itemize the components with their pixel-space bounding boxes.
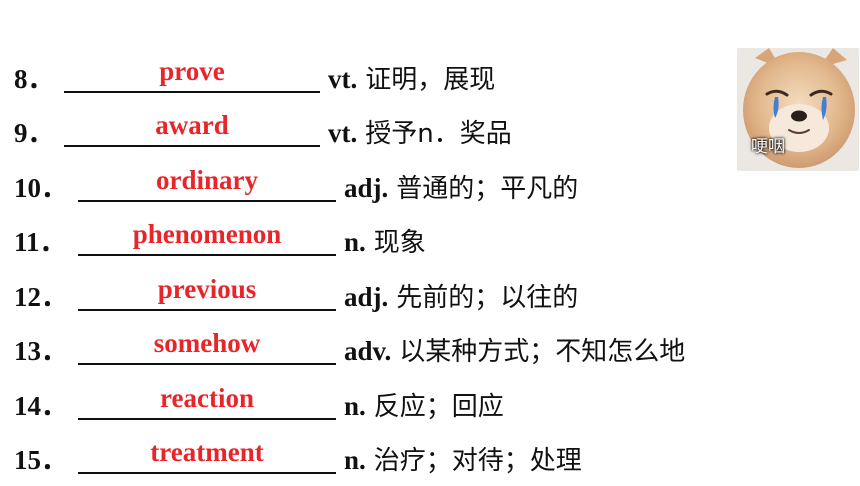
answer-word: award: [64, 110, 320, 141]
item-number: 8．: [14, 57, 55, 96]
part-of-speech: adj.: [344, 173, 388, 203]
item-number: 13．: [14, 329, 68, 368]
part-of-speech: adj.: [344, 282, 388, 312]
chinese-meaning: 普通的；平凡的: [396, 174, 578, 204]
part-of-speech: vt.: [328, 118, 357, 148]
part-of-speech: vt.: [328, 64, 357, 94]
answer-word: prove: [64, 56, 320, 87]
part-of-speech: adv.: [344, 336, 391, 366]
part-of-speech: n.: [344, 445, 366, 475]
item-number: 14．: [14, 384, 68, 423]
item-number: 10．: [14, 166, 68, 205]
definition: adj. 先前的；以往的: [344, 277, 578, 314]
sticker-caption: 哽咽: [751, 132, 785, 157]
item-number: 11．: [14, 220, 67, 259]
part-of-speech: n.: [344, 391, 366, 421]
answer-blank: prove: [64, 91, 320, 93]
definition: n. 现象: [344, 222, 426, 259]
answer-word: treatment: [78, 437, 336, 468]
answer-blank: ordinary: [78, 200, 336, 202]
part-of-speech: n.: [344, 227, 366, 257]
vocab-row-8: 8． prove vt. 证明，展现: [14, 50, 814, 105]
item-number: 12．: [14, 275, 68, 314]
answer-word: reaction: [78, 383, 336, 414]
chinese-meaning: 现象: [374, 228, 426, 258]
vocab-row-9: 9． award vt. 授予n．奖品: [14, 105, 814, 160]
answer-word: somehow: [78, 328, 336, 359]
answer-blank: previous: [78, 309, 336, 311]
answer-word: ordinary: [78, 165, 336, 196]
vocab-row-11: 11． phenomenon n. 现象: [14, 214, 814, 269]
chinese-meaning: 治疗；对待；处理: [374, 446, 582, 476]
chinese-meaning: 以某种方式；不知怎么地: [399, 337, 685, 367]
vocab-row-12: 12． previous adj. 先前的；以往的: [14, 268, 814, 323]
definition: vt. 授予n．奖品: [328, 113, 512, 150]
definition: adj. 普通的；平凡的: [344, 168, 578, 205]
crying-dog-sticker: 哽咽: [737, 48, 859, 171]
answer-blank: award: [64, 145, 320, 147]
item-number: 15．: [14, 438, 68, 477]
answer-word: phenomenon: [78, 219, 336, 250]
answer-blank: somehow: [78, 363, 336, 365]
answer-blank: treatment: [78, 472, 336, 474]
vocab-list: 8． prove vt. 证明，展现 9． award vt. 授予n．奖品 10．…: [14, 50, 814, 486]
definition: vt. 证明，展现: [328, 59, 495, 96]
answer-word: previous: [78, 274, 336, 305]
item-number: 9．: [14, 111, 55, 150]
vocab-row-14: 14． reaction n. 反应；回应: [14, 377, 814, 432]
chinese-meaning: 授予n．奖品: [365, 119, 511, 149]
definition: adv. 以某种方式；不知怎么地: [344, 331, 685, 368]
answer-blank: reaction: [78, 418, 336, 420]
definition: n. 反应；回应: [344, 386, 504, 423]
definition: n. 治疗；对待；处理: [344, 440, 582, 477]
vocab-row-10: 10． ordinary adj. 普通的；平凡的: [14, 159, 814, 214]
chinese-meaning: 证明，展现: [365, 65, 495, 95]
chinese-meaning: 反应；回应: [374, 392, 504, 422]
vocab-row-13: 13． somehow adv. 以某种方式；不知怎么地: [14, 323, 814, 378]
answer-blank: phenomenon: [78, 254, 336, 256]
vocab-row-15: 15． treatment n. 治疗；对待；处理: [14, 432, 814, 486]
chinese-meaning: 先前的；以往的: [396, 283, 578, 313]
